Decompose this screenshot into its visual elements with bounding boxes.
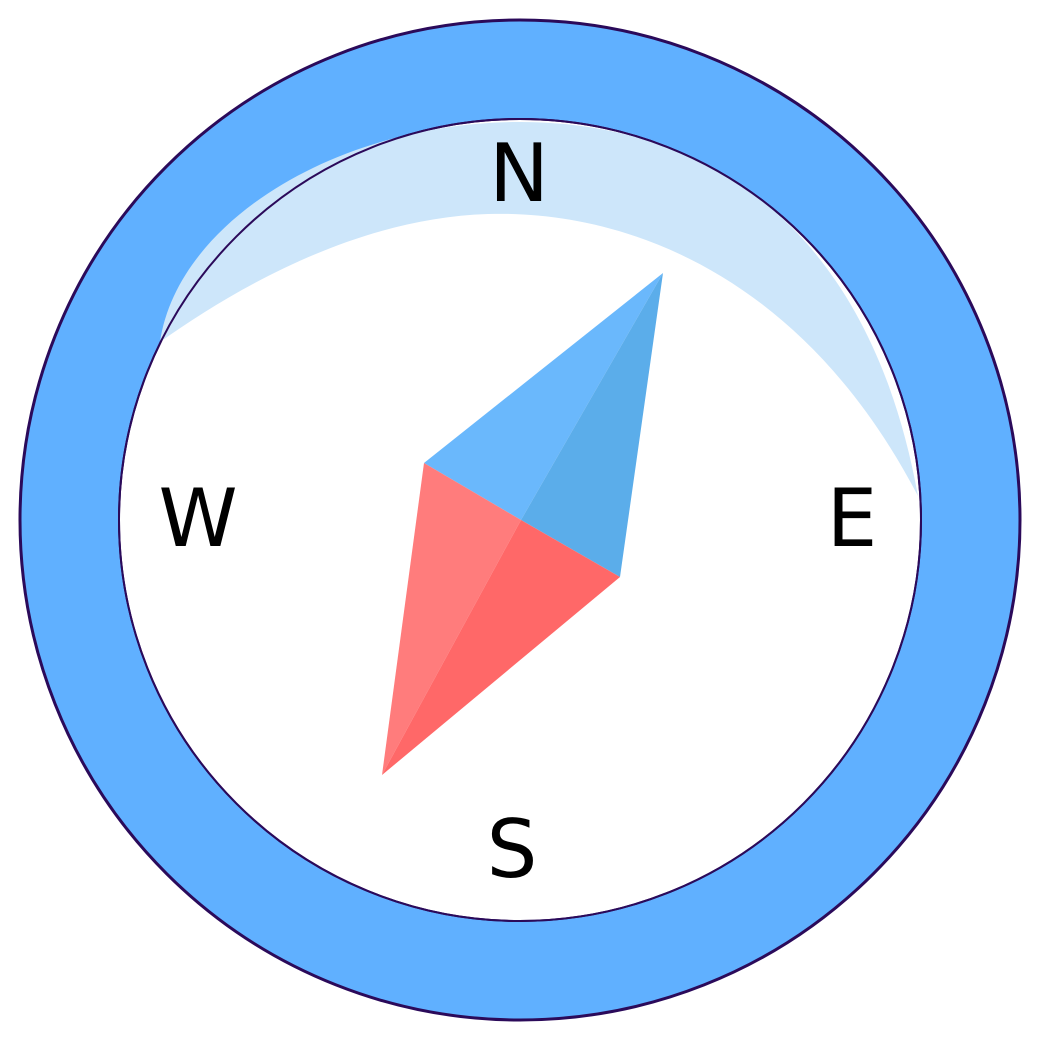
- direction-label-north: N: [489, 127, 549, 220]
- direction-label-west: W: [158, 472, 237, 565]
- compass-glare: [160, 122, 918, 496]
- needle-north-dark: [521, 273, 663, 577]
- needle-south-light: [382, 463, 521, 775]
- needle-north-light: [424, 273, 663, 520]
- direction-label-south: S: [487, 803, 538, 896]
- direction-label-east: E: [827, 472, 878, 565]
- needle-south-dark: [382, 520, 620, 775]
- compass-face-outline: [118, 118, 922, 922]
